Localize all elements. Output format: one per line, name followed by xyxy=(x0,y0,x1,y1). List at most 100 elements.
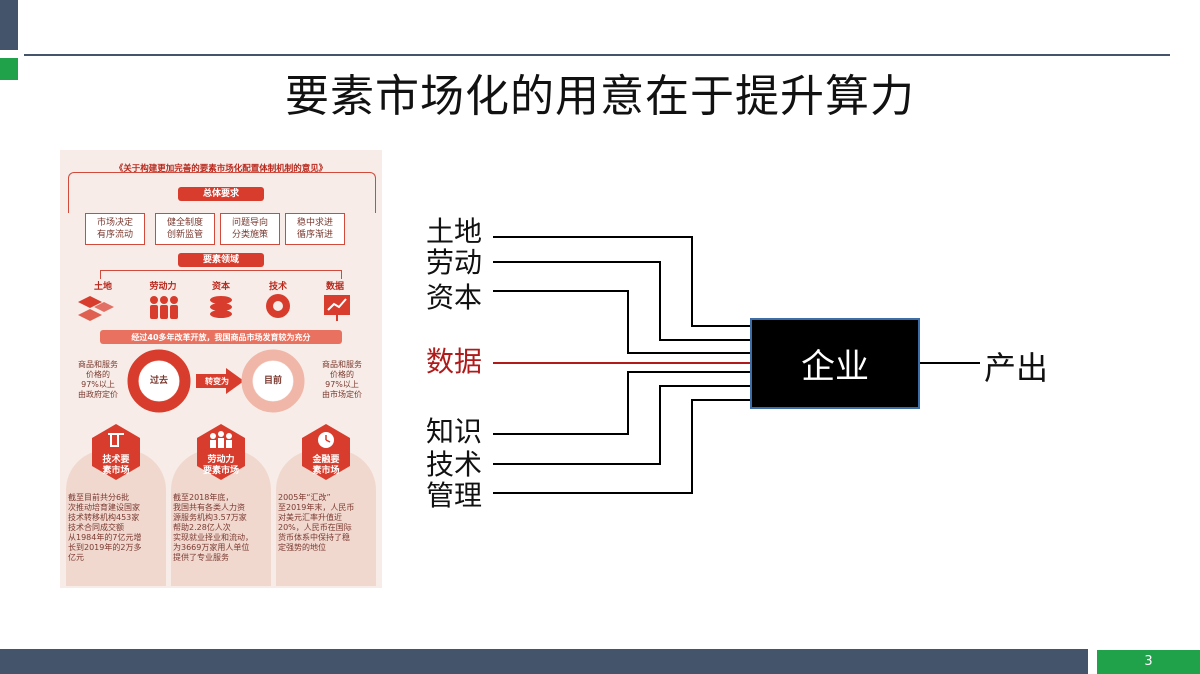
domain-label: 土地 xyxy=(93,282,112,292)
market-body-line: 提供了专业服务 xyxy=(173,553,229,562)
requirement-line: 健全制度 xyxy=(166,218,203,228)
footer-bar xyxy=(0,649,1088,674)
left-stat-line: 97%以上 xyxy=(81,380,115,389)
domains-banner xyxy=(178,253,264,267)
general-req-banner xyxy=(178,187,264,201)
header-rule xyxy=(24,54,1170,56)
market-body-line: 次推动培育建设国家 xyxy=(68,503,140,512)
market-title-line: 素市场 xyxy=(102,466,130,476)
market-title-line: 技术要 xyxy=(102,455,130,465)
left-stat-line: 价格的 xyxy=(86,370,110,379)
market-body-line: 实现就业择业和流动， xyxy=(173,533,253,542)
now-donut xyxy=(241,349,305,413)
infographic-header-frame xyxy=(68,172,376,213)
requirement-line: 分类施策 xyxy=(231,230,268,240)
header-bar-navy xyxy=(0,0,18,50)
requirement-line: 稳中求进 xyxy=(296,218,333,228)
enterprise-box: 企业 xyxy=(750,318,920,409)
market-body-line: 20%，人民币在国际 xyxy=(278,523,352,532)
left-stat-line: 由政府定价 xyxy=(78,390,118,399)
market-body-line: 长到2019年的2万多 xyxy=(68,543,142,552)
page-number: 3 xyxy=(1097,650,1200,674)
requirement-line: 问题导向 xyxy=(231,218,268,228)
factor-label-management: 管理 xyxy=(426,479,483,512)
right-stat-line: 97%以上 xyxy=(325,380,359,389)
connector-land xyxy=(493,236,750,327)
past-label: 过去 xyxy=(149,376,168,386)
market-title-line: 素市场 xyxy=(312,466,340,476)
market-body-line: 从1984年的7亿元增 xyxy=(68,533,142,542)
now-label: 目前 xyxy=(263,376,282,386)
market-body-line: 技术合同成交额 xyxy=(68,523,124,532)
requirement-box xyxy=(220,213,280,245)
right-stat-line: 价格的 xyxy=(330,370,354,379)
labor-icon xyxy=(150,296,178,319)
flask-icon xyxy=(108,433,124,447)
connector-management xyxy=(493,399,750,494)
domain-label: 技术 xyxy=(268,282,287,292)
connector-capital xyxy=(493,290,750,354)
transform-arrow xyxy=(196,368,244,394)
land-icon xyxy=(78,296,114,321)
general-req-title: 总体要求 xyxy=(202,189,239,199)
requirement-box xyxy=(155,213,215,245)
policy-infographic: 《关于构建更加完善的要素市场化配置体制机制的意见》 总体要求 市场决定 有序流动… xyxy=(60,150,382,588)
domains-title: 要素领域 xyxy=(202,255,239,265)
reform-banner-text: 经过40多年改革开放，我国商品市场发育较为充分 xyxy=(131,333,311,342)
requirement-line: 市场决定 xyxy=(96,218,133,228)
market-body-line: 技术转移机构453家 xyxy=(68,513,140,522)
header-bar-green xyxy=(0,58,18,80)
arrow-label: 转变为 xyxy=(205,377,229,386)
market-body-line: 对美元汇率升值近 xyxy=(278,513,342,522)
factor-label-land: 土地 xyxy=(426,215,483,248)
market-body-line: 源服务机构3.57万家 xyxy=(173,513,247,522)
domain-label: 数据 xyxy=(325,282,344,292)
left-stat-line: 商品和服务 xyxy=(78,360,118,369)
factor-label-data: 数据 xyxy=(426,345,483,378)
data-icon xyxy=(324,295,350,321)
infographic-header: 《关于构建更加完善的要素市场化配置体制机制的意见》 xyxy=(114,164,328,174)
market-body-line: 为3669万家用人单位 xyxy=(173,543,250,552)
market-title-line: 金融要 xyxy=(312,455,340,465)
tech-icon xyxy=(266,294,290,318)
requirement-box xyxy=(85,213,145,245)
domains-bracket xyxy=(100,270,342,279)
reform-banner xyxy=(100,330,342,344)
market-body-line: 我国共有各类人力资 xyxy=(173,503,245,512)
market-body-line: 至2019年末，人民币 xyxy=(278,503,355,512)
clock-icon xyxy=(318,432,334,448)
requirement-line: 创新监管 xyxy=(166,230,203,240)
factor-label-labor: 劳动 xyxy=(426,246,483,279)
connector-labor xyxy=(493,261,750,341)
market-body: 截至目前共分6批 次推动培育建设国家 技术转移机构453家 技术合同成交额 从1… xyxy=(68,493,166,563)
factor-label-capital: 资本 xyxy=(426,281,483,314)
capital-icon xyxy=(210,296,232,318)
market-body-line: 截至目前共分6批 xyxy=(68,493,130,502)
market-body: 2005年“汇改” 至2019年末，人民币 对美元汇率升值近 20%，人民币在国… xyxy=(278,493,376,553)
factor-label-technology: 技术 xyxy=(426,448,483,481)
market-badges xyxy=(92,424,350,480)
market-body-line: 亿元 xyxy=(68,553,84,562)
domain-label: 劳动力 xyxy=(149,282,177,292)
past-donut xyxy=(127,349,191,413)
requirement-line: 循序渐进 xyxy=(296,230,333,240)
market-body-line: 截至2018年底， xyxy=(173,493,234,502)
market-title-line: 劳动力 xyxy=(207,455,235,465)
market-body-line: 帮助2.28亿人次 xyxy=(173,523,231,532)
slide-title: 要素市场化的用意在于提升算力 xyxy=(285,71,915,122)
requirement-line: 有序流动 xyxy=(96,230,133,240)
domain-icons xyxy=(78,294,350,321)
requirement-box xyxy=(285,213,345,245)
connector-knowledge xyxy=(493,371,750,435)
right-stat-line: 由市场定价 xyxy=(322,390,362,399)
market-title-line: 要素市场 xyxy=(202,466,239,476)
domain-label: 资本 xyxy=(211,282,230,292)
factor-label-knowledge: 知识 xyxy=(426,415,483,448)
market-body: 截至2018年底， 我国共有各类人力资 源服务机构3.57万家 帮助2.28亿人… xyxy=(173,493,271,563)
people-icon xyxy=(210,431,232,448)
market-body-line: 2005年“汇改” xyxy=(278,493,331,502)
connector-technology xyxy=(493,385,750,465)
market-body-line: 定强势的地位 xyxy=(278,543,326,552)
output-label: 产出 xyxy=(984,349,1049,387)
